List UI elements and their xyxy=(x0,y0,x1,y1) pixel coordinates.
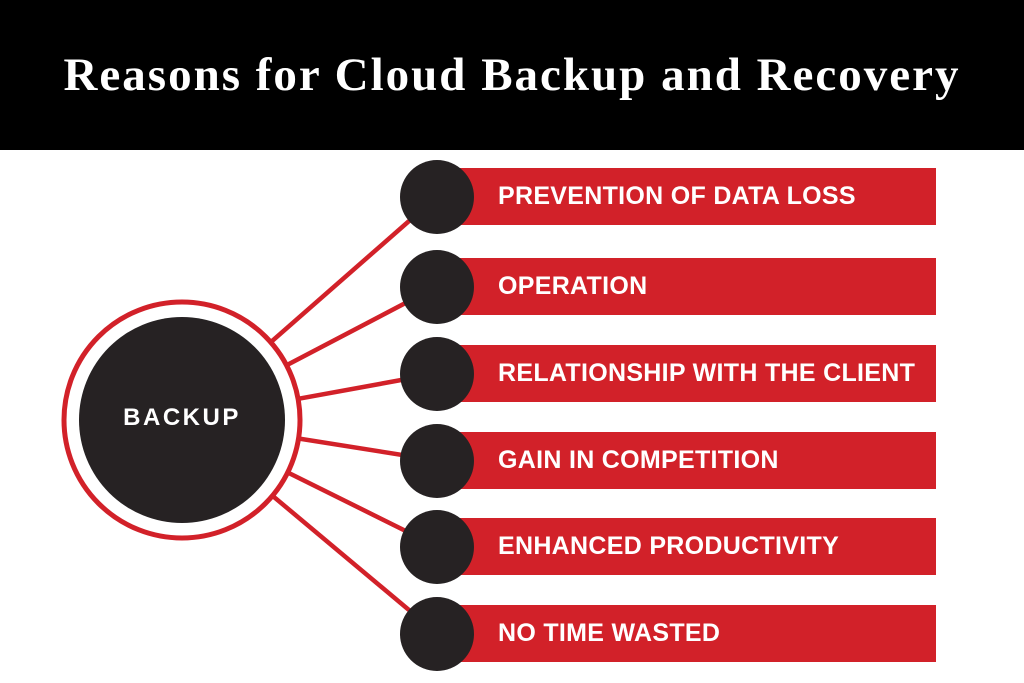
reason-bar-label: NO TIME WASTED xyxy=(498,619,721,647)
reason-bar-operation: OPERATION xyxy=(437,258,936,315)
reason-bar-no-time-wasted: NO TIME WASTED xyxy=(437,605,936,662)
connector-dot-4 xyxy=(400,423,474,498)
reason-bar-label: PREVENTION OF DATA LOSS xyxy=(498,182,856,210)
reason-bar-label: GAIN IN COMPETITION xyxy=(498,446,779,474)
connector-dot-2 xyxy=(400,249,474,324)
reason-bar-enhanced-productivity: ENHANCED PRODUCTIVITY xyxy=(437,518,936,575)
reason-bar-label: RELATIONSHIP WITH THE CLIENT xyxy=(498,359,916,387)
reason-bar-relationship-with-the-client: RELATIONSHIP WITH THE CLIENT xyxy=(437,345,936,402)
connector-dot-6 xyxy=(400,596,474,671)
reason-bar-gain-in-competition: GAIN IN COMPETITION xyxy=(437,432,936,489)
header-banner: Reasons for Cloud Backup and Recovery xyxy=(0,0,1024,150)
reason-bar-prevention-of-data-loss: PREVENTION OF DATA LOSS xyxy=(437,168,936,225)
connector-dot-1 xyxy=(400,159,474,234)
hub-inner-circle xyxy=(79,317,285,523)
reason-bar-label: ENHANCED PRODUCTIVITY xyxy=(498,532,840,560)
page-title: Reasons for Cloud Backup and Recovery xyxy=(63,49,961,101)
connector-dot-3 xyxy=(400,336,474,411)
backup-hub-label: BACKUP xyxy=(123,404,241,431)
connector-dot-5 xyxy=(400,509,474,584)
reason-bar-label: OPERATION xyxy=(498,272,648,300)
